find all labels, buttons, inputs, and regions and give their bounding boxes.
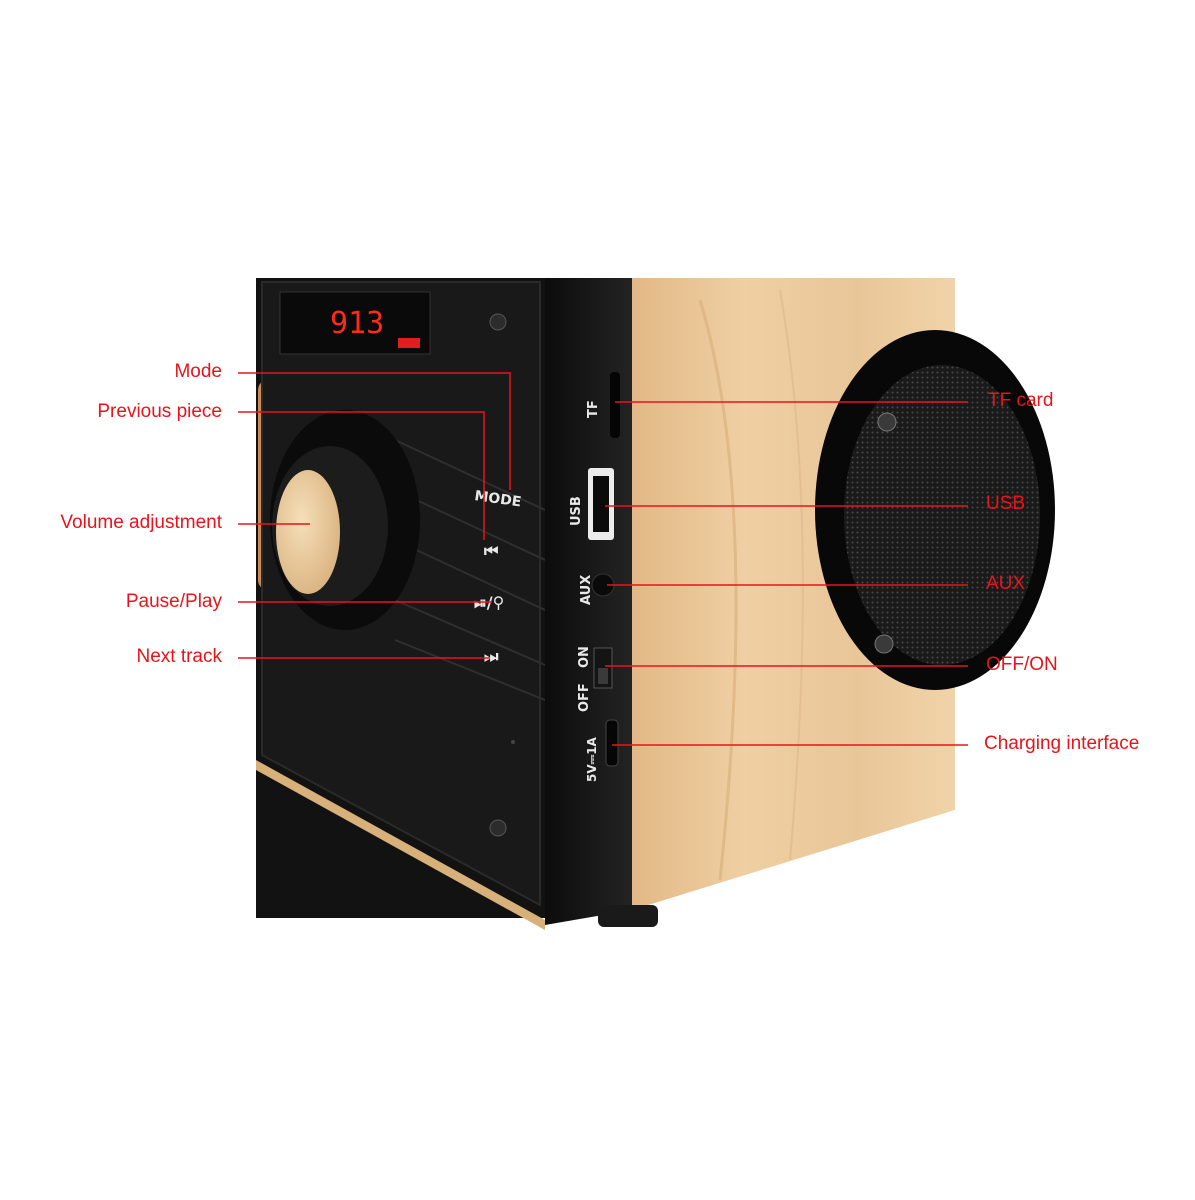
callout-tf-card: TF card <box>988 390 1054 411</box>
callout-usb: USB <box>986 493 1026 514</box>
mode-button-label: MODE <box>473 488 522 510</box>
tf-card-slot[interactable] <box>610 372 620 438</box>
screw-icon <box>489 819 507 837</box>
speaker-foot <box>598 905 658 927</box>
volume-knob[interactable] <box>270 410 420 630</box>
tf-label: TF <box>586 400 601 418</box>
callout-mode: Mode <box>174 361 222 382</box>
wooden-side <box>598 278 1055 927</box>
side-speaker-grille <box>815 330 1055 690</box>
callout-volume-adjustment: Volume adjustment <box>60 512 222 533</box>
usb-label: USB <box>569 496 584 526</box>
callout-next-track: Next track <box>136 646 222 667</box>
callout-charging-interface: Charging interface <box>984 733 1140 754</box>
aux-label: AUX <box>579 575 594 605</box>
callout-pause-play: Pause/Play <box>125 591 222 612</box>
callout-previous-piece: Previous piece <box>97 401 222 422</box>
screw-icon <box>489 313 507 331</box>
callout-off-on: OFF/ON <box>986 654 1058 675</box>
callout-aux: AUX <box>986 573 1026 594</box>
charging-label: 5V⎓1A <box>585 736 599 782</box>
previous-button-icon: ⏮ <box>484 541 498 560</box>
switch-on-label: ON <box>577 646 592 668</box>
screw-icon <box>874 634 894 654</box>
led-display: 913 <box>330 306 384 341</box>
switch-off-label: OFF <box>577 683 592 712</box>
side-port-strip: TF USB AUX ON OFF 5V⎓1A <box>545 278 632 925</box>
charging-port[interactable] <box>605 719 619 767</box>
battery-indicator-icon <box>398 338 420 348</box>
next-button-icon: ⏭ <box>484 647 499 666</box>
front-panel: 913 MODE ⏮ ⏯/⚲ ⏭ <box>256 278 556 930</box>
callout-lines <box>238 372 968 746</box>
screw-icon <box>877 412 897 432</box>
